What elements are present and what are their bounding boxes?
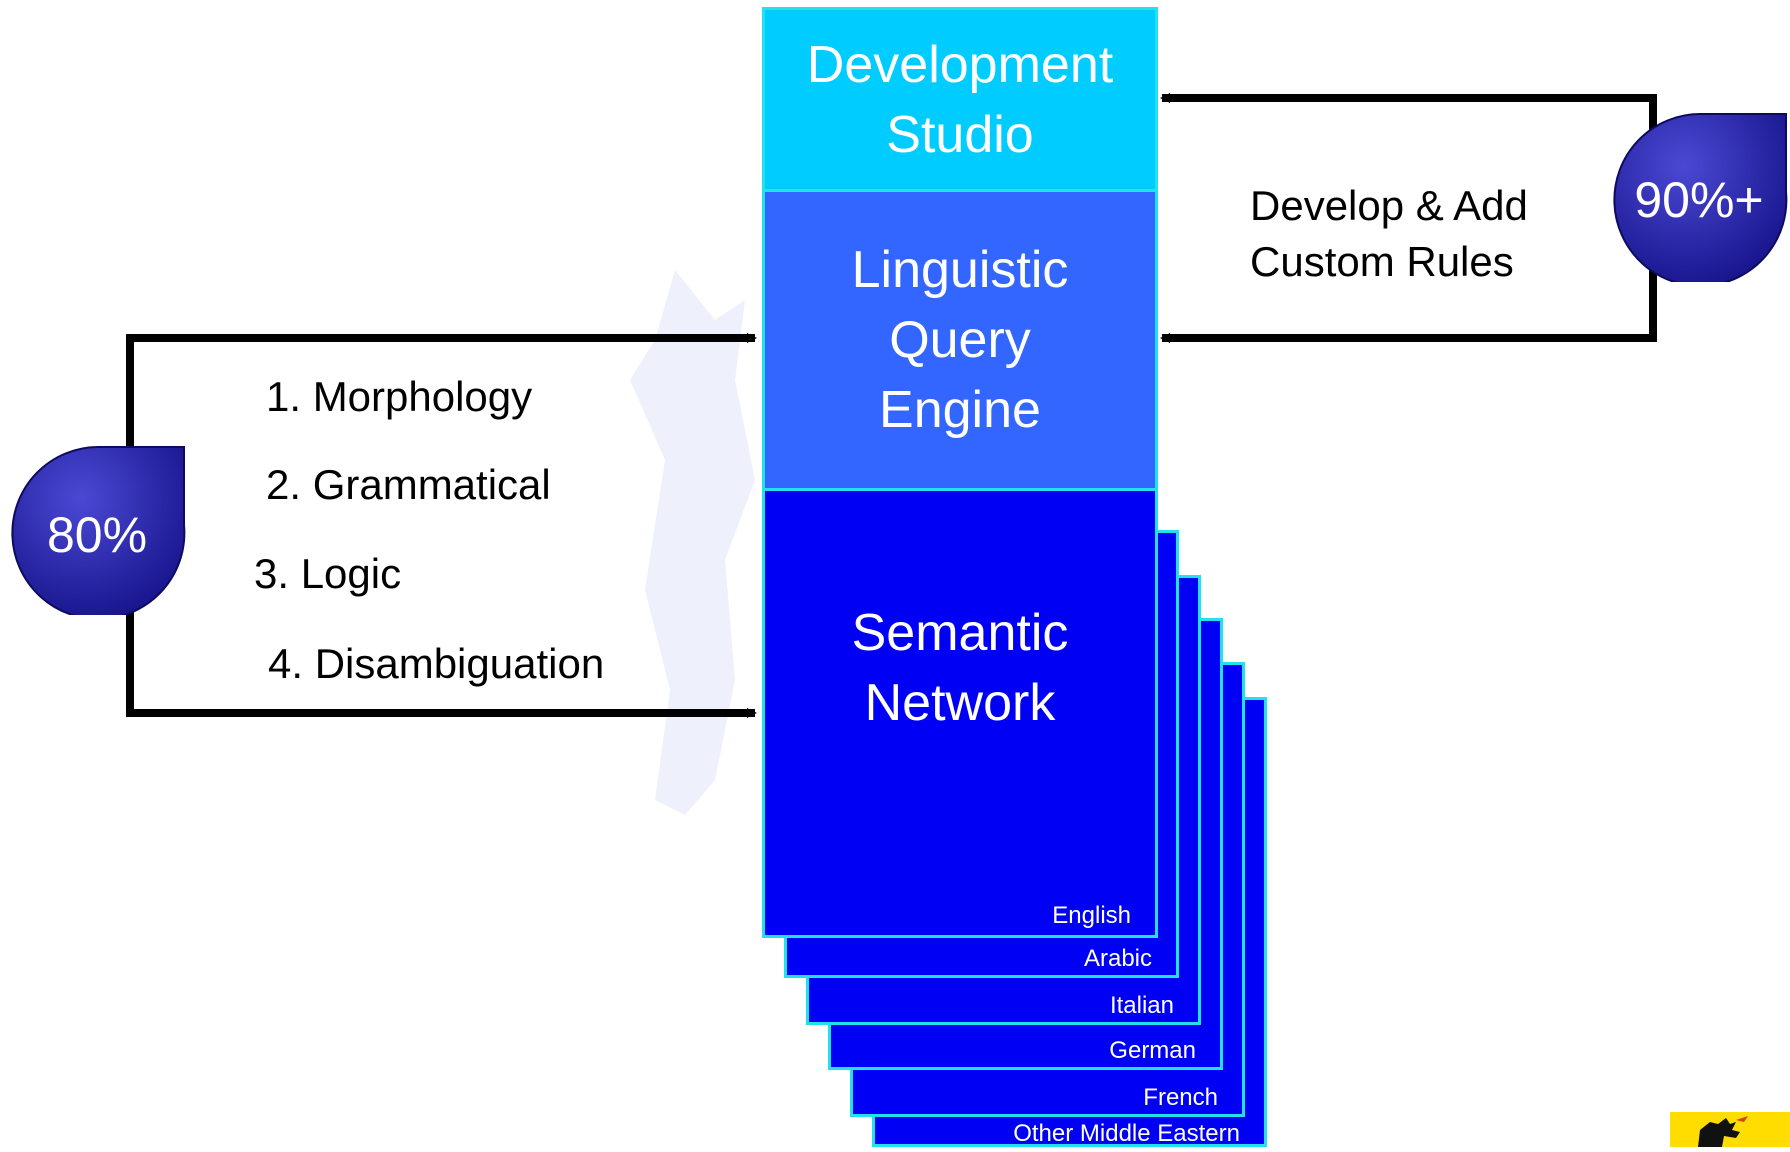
right-badge-label: 90%+ <box>1634 172 1764 228</box>
language-label: Italian <box>1109 992 1174 1019</box>
left-arrow-top <box>126 333 757 448</box>
language-label: Arabic <box>1083 945 1152 972</box>
right-arrow-top <box>1160 93 1657 150</box>
language-label: French <box>1143 1084 1218 1111</box>
right-badge-drop-icon <box>1613 113 1788 282</box>
linguistic-engine-line3: Engine <box>879 381 1041 439</box>
language-label: Other Middle Eastern <box>1013 1120 1240 1147</box>
development-studio-line2: Studio <box>886 105 1034 164</box>
step-logic: 3. Logic <box>254 550 402 597</box>
step-grammatical: 2. Grammatical <box>266 461 551 508</box>
development-studio-box: Development Studio <box>762 7 1158 192</box>
development-studio-line1: Development <box>806 35 1114 94</box>
custom-rules-text: Develop & Add Custom Rules <box>1250 178 1528 290</box>
semantic-network-line2: Network <box>864 674 1056 732</box>
semantic-network-line1: Semantic <box>851 604 1069 662</box>
watermark-icon <box>630 270 755 815</box>
language-label: English <box>1052 902 1131 929</box>
custom-rules-line1: Develop & Add <box>1250 182 1528 229</box>
semantic-network-box: Semantic Network English <box>762 488 1158 938</box>
linguistic-engine-box: Linguistic Query Engine <box>762 189 1158 491</box>
dog-logo-icon <box>1698 1116 1748 1147</box>
custom-rules-line2: Custom Rules <box>1250 238 1514 285</box>
linguistic-engine-line1: Linguistic <box>851 241 1069 299</box>
left-badge-drop-icon <box>11 446 186 615</box>
language-label: German <box>1109 1037 1196 1064</box>
left-badge-label: 80% <box>46 507 148 563</box>
left-arrow-bottom <box>126 605 757 718</box>
linguistic-engine-line2: Query <box>889 311 1031 369</box>
step-morphology: 1. Morphology <box>266 373 533 420</box>
corner-logo <box>1670 1112 1790 1147</box>
step-disambiguation: 4. Disambiguation <box>268 640 605 687</box>
